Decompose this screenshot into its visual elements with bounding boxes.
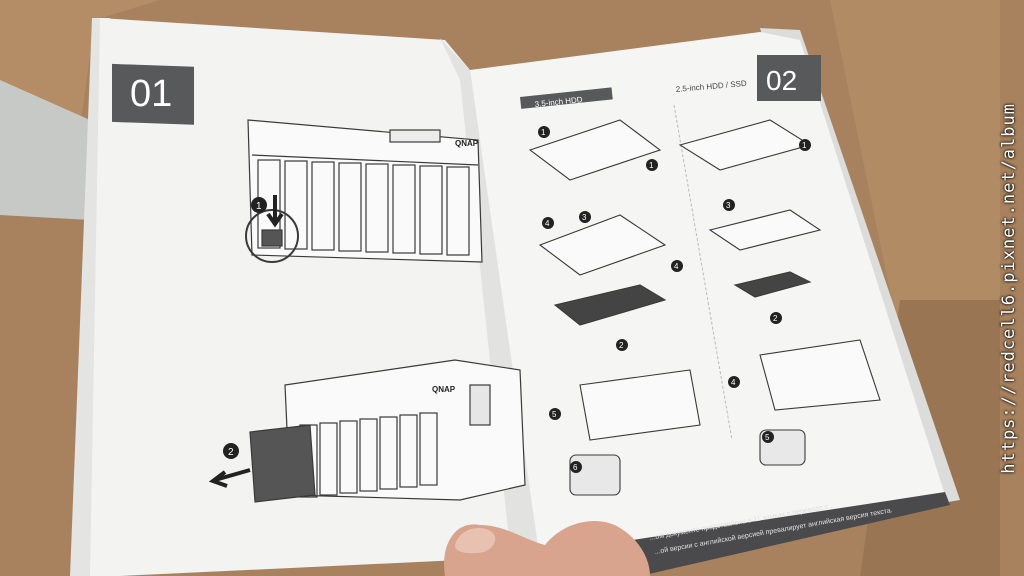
rrc-1: 1 [802,141,807,150]
rrc-4: 4 [731,378,736,387]
watermark: https://redcell6.pixnet.net/album [994,0,1024,576]
callout-2-left-label: 2 [228,447,234,458]
watermark-text: https://redcell6.pixnet.net/album [999,102,1019,474]
callout-1-left-label: 1 [256,201,262,212]
cardboard-flap-right [830,0,1000,340]
rc-1b: 1 [649,161,654,170]
header-bar-35 [519,87,613,109]
brand-logo-bottom: QNAP [432,385,456,394]
rrc-2: 2 [773,314,778,323]
hand [444,521,650,576]
rc-6: 6 [573,463,578,472]
callout-2-left [223,443,239,459]
step-tab-right [757,55,821,101]
step-tab-left [112,63,194,125]
arrow-down-icon [266,195,284,228]
thumbnail [455,528,496,554]
right-page-footer-band [590,492,950,576]
rc-5: 5 [552,410,557,419]
rc-2: 2 [619,341,624,350]
rc-4b: 4 [674,262,679,271]
brand-logo-top: QNAP [455,139,479,148]
rc-1a: 1 [541,128,546,137]
step-number-right: 02 [766,65,797,96]
rc-4a: 4 [545,219,550,228]
column-divider [673,104,733,441]
nas-drawing-top [245,119,483,263]
nas-drawing-bottom [249,359,526,503]
step-number-left: 01 [130,73,172,115]
rc-3: 3 [582,213,587,222]
arrow-left-icon [208,468,251,488]
cardboard-shadow-left [0,80,90,220]
tray-drawings [528,119,881,496]
rrc-5: 5 [765,433,770,442]
callout-1-left [251,197,267,213]
right-callout-labels: 1 1 2 3 4 4 5 6 1 2 3 4 5 [541,128,807,472]
rrc-3: 3 [726,201,731,210]
right-callouts [538,126,811,473]
